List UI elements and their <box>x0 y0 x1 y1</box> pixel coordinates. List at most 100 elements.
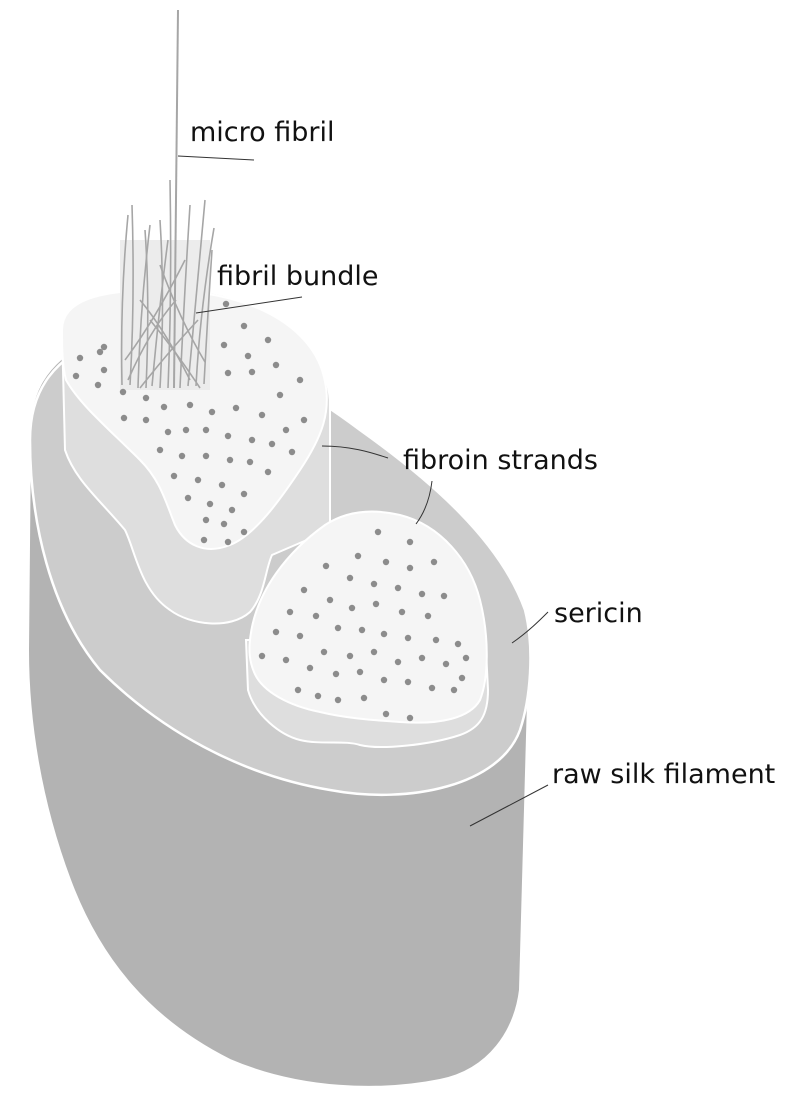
fibroin-dot <box>201 537 207 543</box>
fibroin-dot <box>120 389 126 395</box>
fibroin-dot <box>383 711 389 717</box>
fibroin-dot <box>233 405 239 411</box>
fibroin-dot <box>265 337 271 343</box>
fibroin-dot <box>375 529 381 535</box>
fibroin-dot <box>407 715 413 721</box>
fibroin-dot <box>247 459 253 465</box>
fibroin-dot <box>321 649 327 655</box>
fibroin-dot <box>335 697 341 703</box>
fibroin-dot <box>223 301 229 307</box>
fibroin-dot <box>273 362 279 368</box>
fibroin-dot <box>347 575 353 581</box>
fibroin-dot <box>307 665 313 671</box>
fibroin-dot <box>185 495 191 501</box>
fibroin-dot <box>225 539 231 545</box>
fibroin-dot <box>157 447 163 453</box>
fibroin-dot <box>357 669 363 675</box>
fibroin-dot <box>259 412 265 418</box>
fibroin-dot <box>381 631 387 637</box>
fibroin-dot <box>407 539 413 545</box>
fibroin-dot <box>455 641 461 647</box>
fibroin-dot <box>297 633 303 639</box>
fibroin-dot <box>283 427 289 433</box>
fibroin-dot <box>313 613 319 619</box>
fibroin-dot <box>371 649 377 655</box>
fibroin-dot <box>203 517 209 523</box>
fibroin-dot <box>441 593 447 599</box>
fibroin-dot <box>425 613 431 619</box>
fibroin-dot <box>203 427 209 433</box>
fibroin-dot <box>395 659 401 665</box>
fibroin-dot <box>95 382 101 388</box>
fibroin-dot <box>221 521 227 527</box>
fibroin-dot <box>277 392 283 398</box>
fibroin-dot <box>289 449 295 455</box>
fibroin-dot <box>327 597 333 603</box>
fibroin-dot <box>283 657 289 663</box>
fibroin-dot <box>97 349 103 355</box>
fibroin-dot <box>355 553 361 559</box>
fibroin-dot <box>121 415 127 421</box>
fibroin-dot <box>463 655 469 661</box>
fibroin-dot <box>227 457 233 463</box>
fibroin-strands-label: fibroin strands <box>403 447 598 474</box>
fibroin-dot <box>451 687 457 693</box>
fibroin-dot <box>265 469 271 475</box>
micro-fibril-label: micro fibril <box>190 119 335 146</box>
fibroin-dot <box>187 402 193 408</box>
fibroin-dot <box>171 473 177 479</box>
sericin-label: sericin <box>554 600 643 627</box>
fibroin-dot <box>297 377 303 383</box>
fibroin-dot <box>203 453 209 459</box>
fibroin-dot <box>407 565 413 571</box>
fibroin-dot <box>165 429 171 435</box>
raw-silk-filament-label: raw silk filament <box>552 761 775 788</box>
fibroin-dot <box>361 695 367 701</box>
fibroin-dot <box>245 353 251 359</box>
fibroin-dot <box>381 677 387 683</box>
fibroin-dot <box>219 482 225 488</box>
fibroin-dot <box>373 601 379 607</box>
fibroin-dot <box>241 323 247 329</box>
fibroin-dot <box>249 437 255 443</box>
fibroin-dot <box>249 369 255 375</box>
fibroin-dot <box>73 373 79 379</box>
fibroin-dot <box>287 609 293 615</box>
fibroin-dot <box>419 655 425 661</box>
fibroin-dot <box>207 501 213 507</box>
fibroin-dot <box>433 637 439 643</box>
fibroin-dot <box>443 661 449 667</box>
fibroin-dot <box>333 671 339 677</box>
fibroin-dot <box>143 417 149 423</box>
fibroin-dot <box>77 355 83 361</box>
fibroin-dot <box>429 685 435 691</box>
fibroin-dot <box>301 587 307 593</box>
fibroin-dot <box>359 627 365 633</box>
fibroin-dot <box>405 679 411 685</box>
fibroin-dot <box>431 559 437 565</box>
fibroin-dot <box>395 585 401 591</box>
fibroin-dot <box>335 625 341 631</box>
fibroin-dot <box>161 404 167 410</box>
fibroin-dot <box>229 507 235 513</box>
fibroin-dot <box>301 417 307 423</box>
fibroin-dot <box>323 563 329 569</box>
fibroin-dot <box>225 370 231 376</box>
micro-fibril-leader <box>178 156 254 160</box>
fibroin-dot <box>419 591 425 597</box>
fibroin-dot <box>349 605 355 611</box>
fibroin-dot <box>399 609 405 615</box>
fibroin-dot <box>459 675 465 681</box>
fibroin-dot <box>371 581 377 587</box>
fibroin-dot <box>347 653 353 659</box>
fibroin-dot <box>241 529 247 535</box>
fibroin-dot <box>221 342 227 348</box>
fibroin-dot <box>101 367 107 373</box>
fibroin-dot <box>209 409 215 415</box>
fibroin-dot <box>315 693 321 699</box>
fibroin-dot <box>269 441 275 447</box>
fibroin-dot <box>225 433 231 439</box>
fibroin-dot <box>259 653 265 659</box>
